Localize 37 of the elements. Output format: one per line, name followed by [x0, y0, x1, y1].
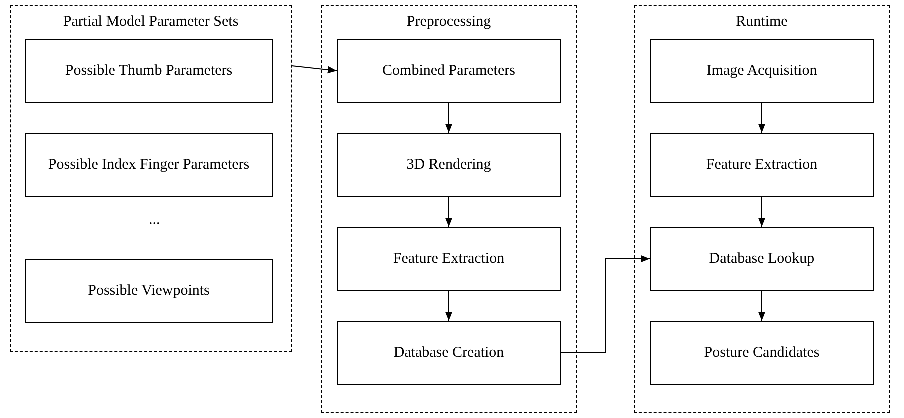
process-box: [337, 321, 561, 385]
dashed-group-frame: [321, 5, 577, 413]
group-title: Runtime: [736, 14, 788, 31]
process-box: [650, 39, 874, 103]
process-box: [25, 133, 273, 197]
arrow: [758, 196, 766, 228]
box-label: Feature Extraction: [706, 156, 818, 174]
box-label: Image Acquisition: [706, 62, 818, 80]
process-box: [337, 39, 561, 103]
process-box: [650, 321, 874, 385]
box-label: Database Creation: [394, 344, 504, 362]
arrow: [758, 290, 766, 322]
arrow: [445, 290, 453, 322]
box-label: Database Lookup: [709, 250, 815, 268]
process-box: [25, 39, 273, 103]
group-title: Partial Model Parameter Sets: [63, 14, 239, 31]
box-label: Combined Parameters: [382, 62, 516, 80]
arrow: [560, 255, 650, 354]
process-box: [650, 133, 874, 197]
box-label: Possible Viewpoints: [88, 282, 210, 300]
dashed-group-frame: [10, 5, 292, 352]
arrow: [758, 102, 766, 134]
process-box: [337, 227, 561, 291]
ellipsis-text: ...: [149, 212, 160, 229]
box-label: Possible Index Finger Parameters: [48, 156, 250, 174]
box-label: Possible Thumb Parameters: [65, 62, 233, 80]
process-box: [650, 227, 874, 291]
process-box: [337, 133, 561, 197]
process-box: [25, 259, 273, 323]
group-title: Preprocessing: [406, 14, 492, 31]
arrow: [445, 196, 453, 228]
arrow: [445, 102, 453, 134]
dashed-group-frame: [634, 5, 890, 413]
box-label: Feature Extraction: [393, 250, 505, 268]
box-label: Posture Candidates: [704, 344, 820, 362]
box-label: 3D Rendering: [406, 156, 492, 174]
arrow: [292, 66, 338, 74]
